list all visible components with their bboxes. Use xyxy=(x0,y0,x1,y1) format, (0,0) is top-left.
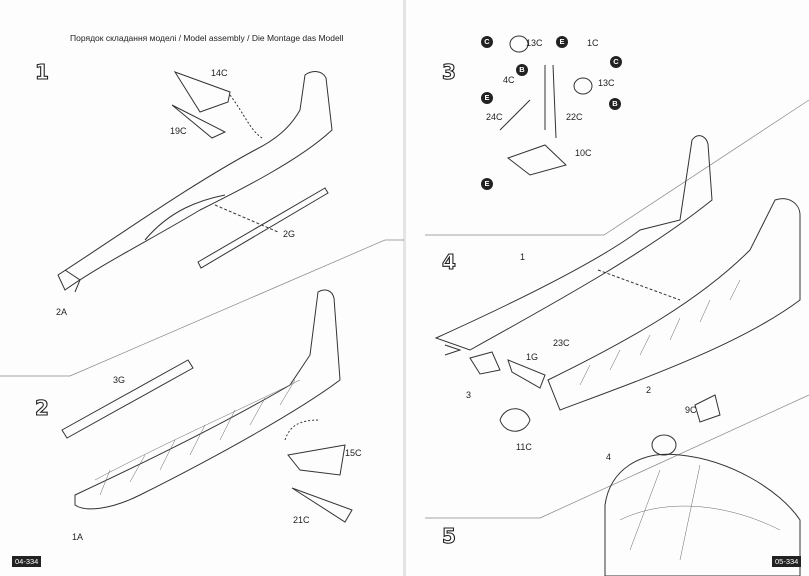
part-label: 14C xyxy=(211,68,228,78)
page-gutter xyxy=(403,0,406,576)
part-label: 10C xyxy=(575,148,592,158)
step-number: 3 xyxy=(441,59,456,84)
right-page xyxy=(405,0,809,576)
part-label: 9C xyxy=(685,405,697,415)
instruction-header: Порядок складання моделі / Model assembl… xyxy=(70,33,344,43)
part-label: 1 xyxy=(520,252,526,262)
step-number: 4 xyxy=(441,249,456,274)
part-label: 11C xyxy=(516,442,532,452)
part-label: 13C xyxy=(598,78,615,88)
part-label: 4C xyxy=(503,75,515,85)
part-label: 1A xyxy=(72,532,84,542)
part-label: 23C xyxy=(553,338,570,348)
page-code-right: 05-334 xyxy=(772,556,802,567)
part-label: 2 xyxy=(646,385,652,395)
part-label: 4 xyxy=(606,452,612,462)
part-label: 13C xyxy=(526,38,543,48)
step-number: 5 xyxy=(441,523,456,548)
part-label: 19C xyxy=(170,126,187,136)
part-label: 1C xyxy=(587,38,599,48)
paint-marker-icon: E xyxy=(481,178,493,190)
part-label: 21C xyxy=(293,515,310,525)
step-number: 1 xyxy=(34,59,49,84)
part-label: 1G xyxy=(526,352,539,362)
paint-marker-icon: E xyxy=(481,92,493,104)
paint-marker-icon: E xyxy=(556,36,568,48)
part-label: 24C xyxy=(486,112,503,122)
part-label: 2A xyxy=(56,307,68,317)
paint-marker-icon: B xyxy=(516,64,528,76)
paint-marker-icon: B xyxy=(609,98,621,110)
paint-marker-icon: C xyxy=(481,36,493,48)
paint-marker-icon: C xyxy=(610,56,622,68)
page-code-left: 04-334 xyxy=(12,556,42,567)
part-label: 15C xyxy=(345,448,362,458)
step-number: 2 xyxy=(34,395,49,420)
part-label: 3 xyxy=(466,390,472,400)
part-label: 22C xyxy=(566,112,583,122)
part-label: 2G xyxy=(283,229,296,239)
part-label: 3G xyxy=(113,375,126,385)
